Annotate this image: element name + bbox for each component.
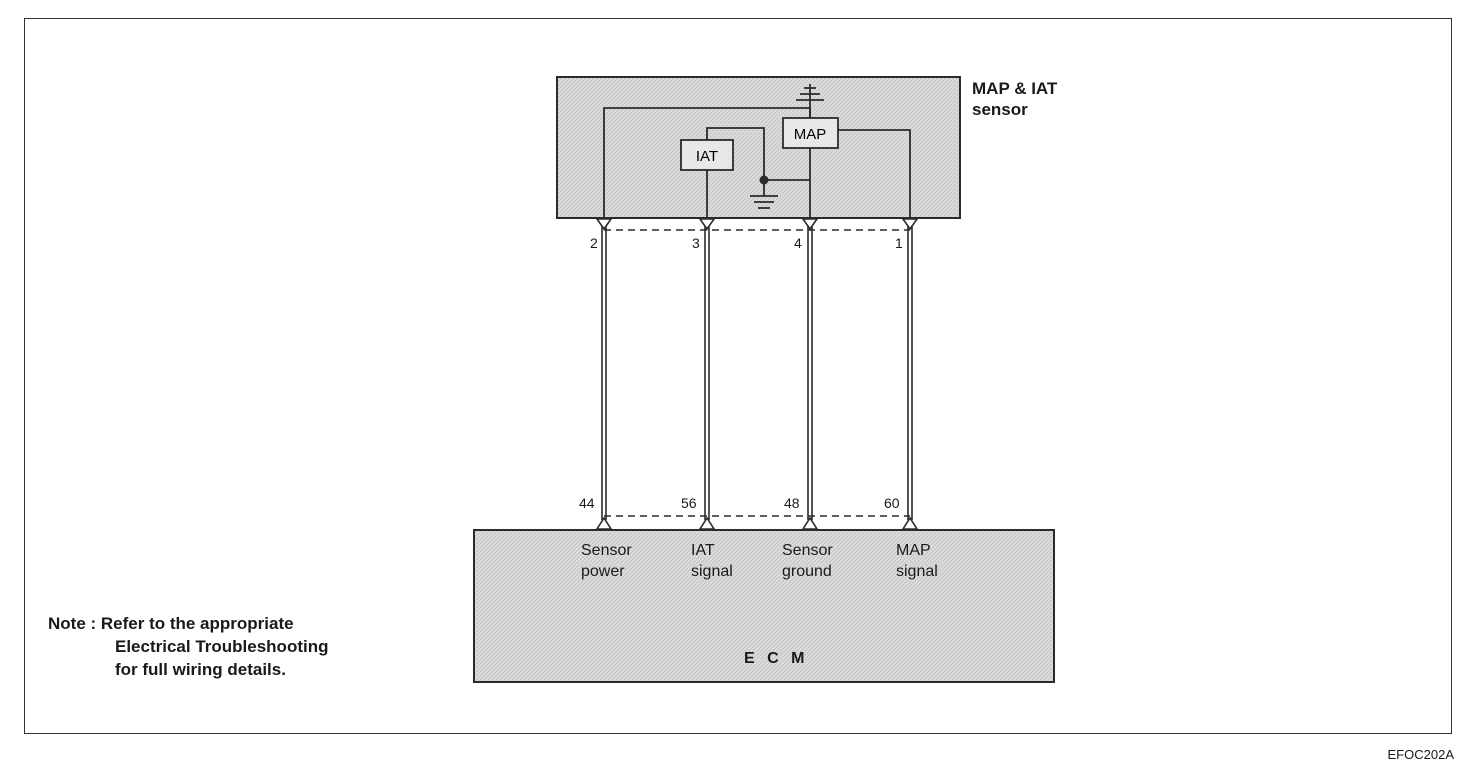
signal-label-line: MAP	[896, 542, 931, 559]
signal-label-line: signal	[896, 563, 938, 580]
map-component	[782, 117, 839, 149]
ecm-pin-label: 48	[784, 495, 800, 511]
ground-junction	[759, 175, 769, 185]
figure-code: EFOC202A	[1387, 747, 1454, 762]
signal-label-sensor-ground: Sensor ground	[782, 540, 833, 582]
ground-icon	[796, 87, 824, 101]
diagram-frame	[24, 18, 1452, 734]
signal-label-line: signal	[691, 563, 733, 580]
ground-icon	[750, 195, 778, 209]
note-line: Electrical Troubleshooting	[115, 637, 329, 656]
note-line: Note : Refer to the appropriate	[48, 614, 294, 633]
harness-wires	[601, 226, 913, 520]
sensor-pin-label: 4	[794, 235, 802, 251]
ecm-pin-label: 44	[579, 495, 595, 511]
ecm-pin-label: 56	[681, 495, 697, 511]
iat-component	[680, 139, 734, 171]
map-component-label: MAP	[794, 126, 827, 143]
sensor-box	[556, 76, 961, 219]
signal-label-line: Sensor	[581, 542, 632, 559]
ecm-label: E C M	[744, 650, 809, 667]
ecm-terminals	[595, 516, 919, 530]
sensor-pin-label: 3	[692, 235, 700, 251]
signal-label-map-signal: MAP signal	[896, 540, 938, 582]
ecm-pin-label: 60	[884, 495, 900, 511]
sensor-title: MAP & IAT sensor	[972, 78, 1057, 120]
note-line: for full wiring details.	[115, 660, 286, 679]
signal-label-line: power	[581, 563, 625, 580]
sensor-pin-label: 1	[895, 235, 903, 251]
sensor-pin-label: 2	[590, 235, 598, 251]
signal-label-iat-signal: IAT signal	[691, 540, 733, 582]
sensor-title-line1: MAP & IAT	[972, 79, 1058, 98]
signal-label-line: ground	[782, 563, 832, 580]
signal-label-line: Sensor	[782, 542, 833, 559]
signal-label-sensor-power: Sensor power	[581, 540, 632, 582]
note: Note : Refer to the appropriate Electric…	[48, 612, 328, 681]
sensor-terminals	[595, 218, 919, 231]
iat-component-label: IAT	[696, 148, 718, 165]
sensor-internal-wiring	[603, 84, 911, 218]
ecm-box	[473, 529, 1055, 683]
sensor-title-line2: sensor	[972, 100, 1028, 119]
signal-label-line: IAT	[691, 542, 715, 559]
